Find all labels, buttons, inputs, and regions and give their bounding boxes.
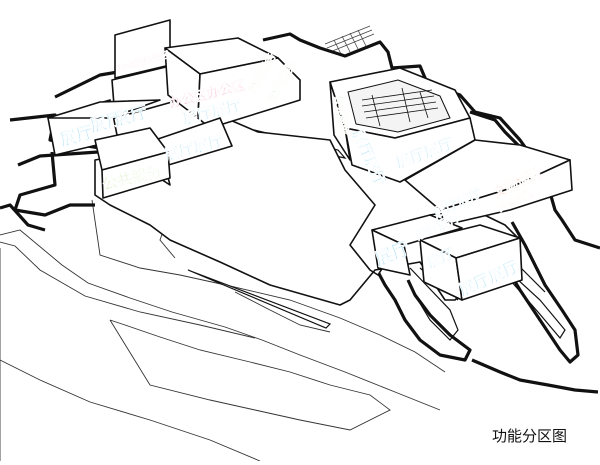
- block-office: [164, 37, 301, 129]
- block-hall-southeast: [371, 214, 523, 301]
- diagram-caption: 功能分区图: [492, 427, 568, 445]
- courtyard-lines: [361, 87, 439, 127]
- stair-element: [324, 25, 375, 57]
- building-volumes: [47, 19, 573, 306]
- block-public-west: [94, 127, 171, 199]
- label-hall-northwest-2: 展厅: [88, 108, 126, 137]
- block-courtyard: [329, 67, 476, 183]
- courtyard-void: [347, 79, 451, 133]
